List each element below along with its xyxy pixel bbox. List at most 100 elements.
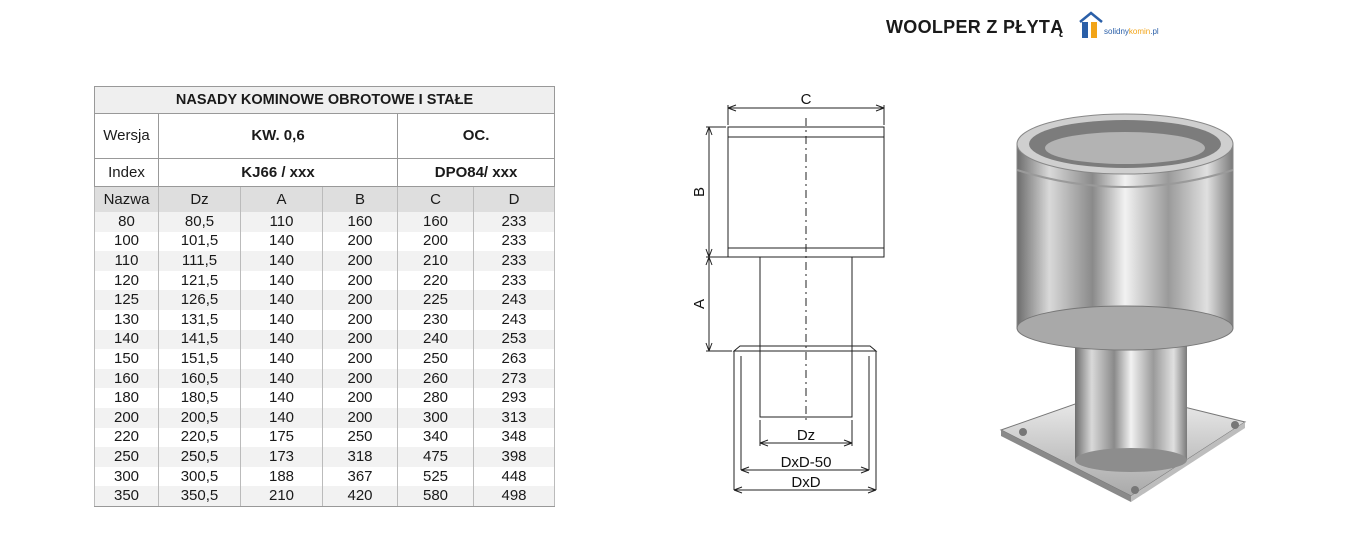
table-cell: 200 bbox=[322, 349, 398, 369]
table-cell: 111,5 bbox=[158, 251, 241, 271]
table-cell: 250,5 bbox=[158, 447, 241, 467]
index-oc: DPO84/ xxx bbox=[396, 158, 556, 187]
table-cell: 398 bbox=[472, 447, 556, 467]
table-cell: 233 bbox=[472, 270, 556, 291]
table-cell: 250 bbox=[397, 349, 474, 369]
table-cell: 253 bbox=[472, 329, 556, 350]
table-cell: 340 bbox=[397, 427, 474, 448]
table-cell: 140 bbox=[94, 329, 159, 350]
table-cell: 140 bbox=[240, 251, 323, 271]
table-cell: 180 bbox=[94, 388, 159, 408]
table-cell: 200 bbox=[322, 290, 398, 310]
table-cell: 200,5 bbox=[158, 407, 241, 428]
table-cell: 233 bbox=[472, 251, 556, 271]
product-photo bbox=[999, 113, 1247, 502]
table-cell: 367 bbox=[322, 466, 398, 487]
table-cell: 260 bbox=[397, 368, 474, 389]
column-header: Nazwa bbox=[94, 186, 159, 212]
table-cell: 200 bbox=[322, 231, 398, 252]
house-icon bbox=[1079, 11, 1103, 38]
dimension-label-c: C bbox=[801, 91, 812, 108]
table-cell: 160 bbox=[94, 368, 159, 389]
table-cell: 233 bbox=[472, 231, 556, 252]
table-cell: 140 bbox=[240, 329, 323, 350]
page-title: WOOLPER Z PŁYTĄ bbox=[886, 17, 1064, 37]
table-cell: 348 bbox=[472, 427, 556, 448]
index-label: Index bbox=[94, 158, 159, 187]
table-cell: 350 bbox=[94, 486, 159, 507]
table-cell: 498 bbox=[472, 486, 556, 507]
table-cell: 80,5 bbox=[158, 212, 241, 232]
table-cell: 200 bbox=[322, 388, 398, 408]
dimension-label-a: A bbox=[691, 299, 708, 309]
table-cell: 200 bbox=[397, 231, 474, 252]
table-cell: 475 bbox=[397, 447, 474, 467]
column-header-row: Nazwa Dz A B C D bbox=[94, 186, 556, 212]
table-cell: 140 bbox=[240, 407, 323, 428]
table-cell: 200 bbox=[322, 251, 398, 271]
table-cell: 110 bbox=[240, 212, 323, 232]
table-cell: 140 bbox=[240, 231, 323, 252]
table-cell: 130 bbox=[94, 309, 159, 330]
table-cell: 141,5 bbox=[158, 329, 241, 350]
column-header: D bbox=[472, 186, 556, 212]
table-cell: 293 bbox=[472, 388, 556, 408]
table-cell: 220 bbox=[397, 270, 474, 291]
table-cell: 125 bbox=[94, 290, 159, 310]
table-cell: 300,5 bbox=[158, 466, 241, 487]
table-cell: 448 bbox=[472, 466, 556, 487]
table-cell: 210 bbox=[397, 251, 474, 271]
table-cell: 151,5 bbox=[158, 349, 241, 369]
table-cell: 220,5 bbox=[158, 427, 241, 448]
table-cell: 121,5 bbox=[158, 270, 241, 291]
table-cell: 101,5 bbox=[158, 231, 241, 252]
table-cell: 300 bbox=[397, 407, 474, 428]
table-cell: 210 bbox=[240, 486, 323, 507]
table-cell: 131,5 bbox=[158, 309, 241, 330]
wersja-oc: OC. bbox=[396, 113, 556, 159]
table-title: NASADY KOMINOWE OBROTOWE I STAŁE bbox=[93, 86, 556, 114]
table-cell: 120 bbox=[94, 270, 159, 291]
table-cell: 160 bbox=[397, 212, 474, 232]
table-cell: 243 bbox=[472, 309, 556, 330]
column-header: C bbox=[397, 186, 474, 212]
column-header: Dz bbox=[158, 186, 241, 212]
table-cell: 140 bbox=[240, 388, 323, 408]
table-cell: 140 bbox=[240, 368, 323, 389]
table-cell: 200 bbox=[322, 329, 398, 350]
table-cell: 250 bbox=[94, 447, 159, 467]
table-cell: 220 bbox=[94, 427, 159, 448]
table-cell: 126,5 bbox=[158, 290, 241, 310]
table-cell: 200 bbox=[322, 309, 398, 330]
table-cell: 250 bbox=[322, 427, 398, 448]
table-cell: 350,5 bbox=[158, 486, 241, 507]
table-cell: 280 bbox=[397, 388, 474, 408]
brand-logo: solidnykomin.pl bbox=[1078, 10, 1188, 46]
table-cell: 160 bbox=[322, 212, 398, 232]
wersja-kw: KW. 0,6 bbox=[158, 113, 398, 159]
logo-text: solidnykomin.pl bbox=[1104, 27, 1159, 36]
table-cell: 188 bbox=[240, 466, 323, 487]
table-cell: 580 bbox=[397, 486, 474, 507]
column-header: B bbox=[322, 186, 398, 212]
table-cell: 140 bbox=[240, 349, 323, 369]
table-cell: 180,5 bbox=[158, 388, 241, 408]
table-cell: 313 bbox=[472, 407, 556, 428]
table-cell: 110 bbox=[94, 251, 159, 271]
index-kw: KJ66 / xxx bbox=[158, 158, 398, 187]
table-cell: 233 bbox=[472, 212, 556, 232]
column-header: A bbox=[240, 186, 323, 212]
wersja-label: Wersja bbox=[94, 113, 159, 159]
table-cell: 225 bbox=[397, 290, 474, 310]
table-cell: 140 bbox=[240, 270, 323, 291]
